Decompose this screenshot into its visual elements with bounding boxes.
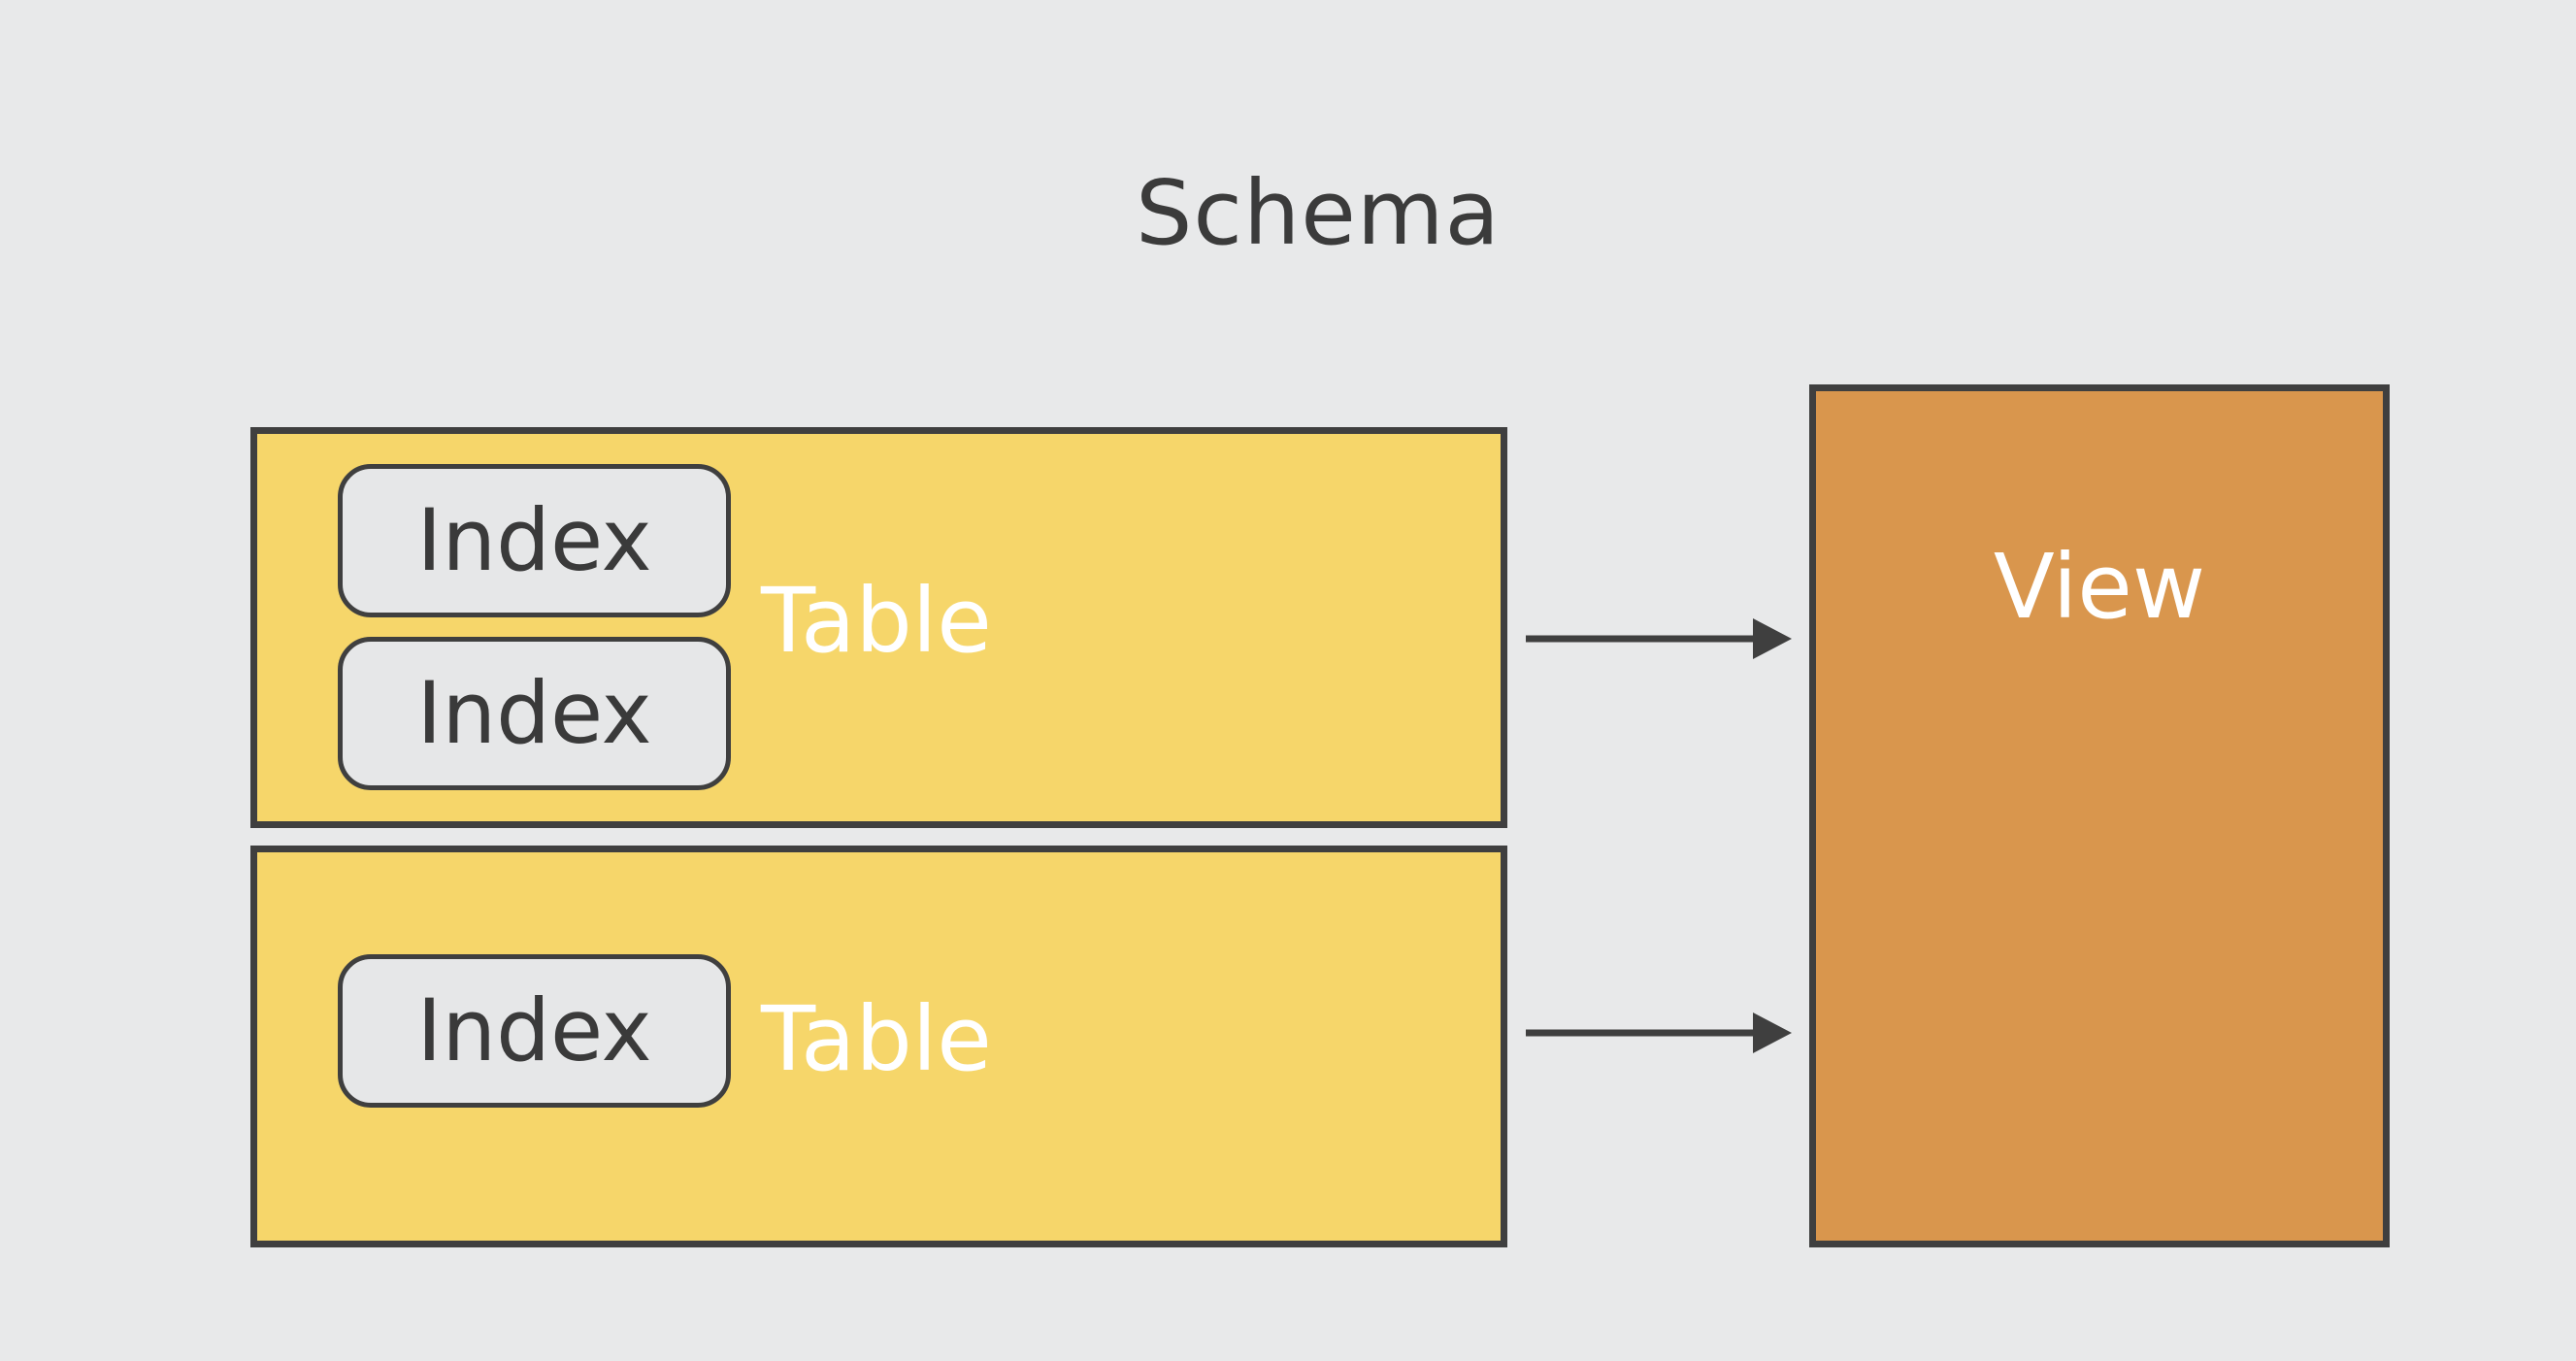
diagram-title: Schema (1136, 161, 1501, 265)
table-label-1: Table (761, 569, 992, 673)
view-box (1809, 384, 2390, 1247)
view-label: View (1993, 535, 2206, 639)
index-box-3: Index (338, 954, 731, 1108)
table-label-2: Table (761, 987, 992, 1091)
index-box-1: Index (338, 464, 731, 617)
arrow-table1-to-view (1526, 618, 1792, 659)
index-box-2: Index (338, 637, 731, 790)
arrow-table2-to-view (1526, 1012, 1792, 1053)
